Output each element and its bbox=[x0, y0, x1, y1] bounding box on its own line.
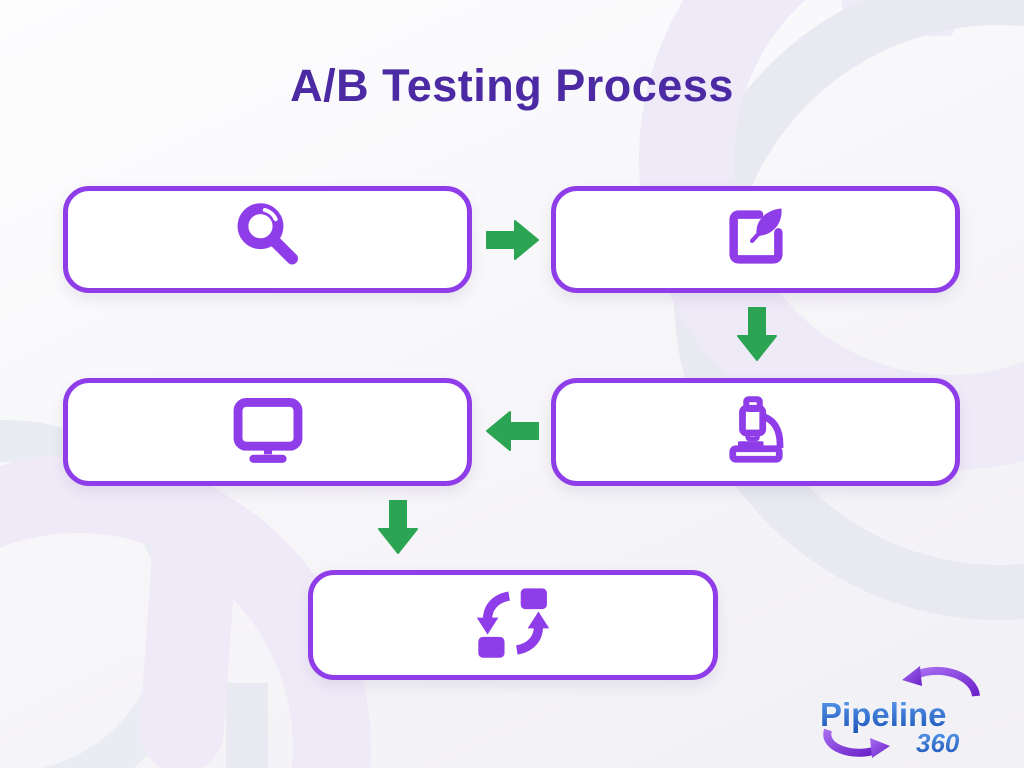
flow-step-5 bbox=[308, 570, 718, 680]
flow-step-1 bbox=[63, 186, 472, 293]
flow-arrow-down-icon bbox=[378, 499, 418, 560]
microscope-icon bbox=[720, 394, 792, 471]
logo-arrow-top-icon bbox=[902, 666, 980, 697]
flow-arrow-down-icon bbox=[737, 306, 777, 367]
magnifier-icon bbox=[228, 197, 308, 282]
page-title: A/B Testing Process bbox=[290, 60, 734, 111]
logo-suffix-text: 360 bbox=[916, 728, 960, 758]
logo-arrow-bottom-icon bbox=[823, 728, 890, 758]
flow-arrow-right-icon bbox=[485, 220, 539, 265]
monitor-icon bbox=[229, 396, 307, 469]
edit-compose-icon bbox=[719, 200, 793, 279]
pipeline360-logo: Pipeline 360 bbox=[816, 660, 988, 760]
flow-step-3 bbox=[551, 378, 960, 486]
decorative-shape bbox=[226, 683, 268, 768]
flow-step-4 bbox=[63, 378, 472, 486]
flow-arrow-left-icon bbox=[486, 411, 540, 456]
swap-arrows-icon bbox=[472, 586, 554, 665]
flow-step-2 bbox=[551, 186, 960, 293]
logo-brand-text: Pipeline bbox=[820, 696, 947, 733]
